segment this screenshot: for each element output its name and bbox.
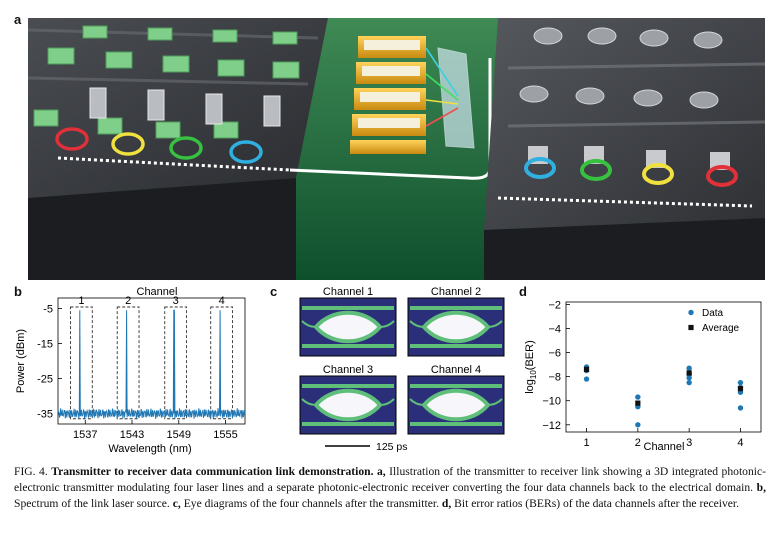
panel-b-ytick-label: -15	[37, 339, 53, 351]
panel-d-average-point	[686, 370, 692, 376]
panel-b-axes-frame	[57, 297, 246, 425]
panel-b-ytick-label: -25	[37, 374, 53, 386]
panel-c-scale-label: 125 ps	[376, 441, 408, 453]
panel-c-eye-crossing	[379, 320, 395, 328]
panel-label-b: b	[14, 284, 22, 299]
panel-d-ylabel: log10(BER)	[524, 340, 538, 394]
panel-b-ylabel: Power (dBm)	[15, 329, 27, 393]
panel-b-channel-label: 2	[125, 295, 131, 307]
panel-b-channel-box	[116, 306, 140, 420]
panel-d-data-point	[635, 394, 641, 400]
panel-d-ytick-label: −2	[548, 299, 561, 311]
panel-c-eye-opening	[313, 388, 383, 422]
panel-d-ytick-label: −4	[548, 323, 561, 335]
panel-d-data-point	[583, 376, 590, 382]
panel-d-legend-marker-data	[688, 309, 694, 316]
panel-c-eye-opening	[313, 310, 383, 344]
caption-d-label: d,	[441, 497, 452, 510]
caption-c-text: Eye diagrams of the four channels after …	[183, 497, 439, 510]
panel-d-legend-label: Average	[702, 323, 740, 334]
panel-d-xlabel: Channel	[644, 441, 685, 453]
panel-d-data-point	[686, 379, 692, 386]
panel-d-ytick-label: −10	[542, 396, 561, 408]
panel-d-data-point	[635, 422, 641, 428]
panel-c-eye-diagrams: Channel 1 Channel 2 Channel 3 Channel 4 125…	[299, 286, 505, 453]
panel-c-eye-opening	[421, 310, 491, 344]
panel-b-ytick-label: -35	[37, 409, 53, 421]
panel-d-ytick-label: −12	[542, 420, 561, 432]
panel-d-data-point	[737, 405, 744, 411]
panel-b-ytick-label: -5	[43, 304, 53, 316]
panel-d-ytick-label: −8	[548, 372, 561, 384]
panel-d-legend-label: Data	[702, 308, 724, 319]
panel-c-eye-diagram: Channel 2	[407, 286, 505, 357]
panel-label-c: c	[270, 284, 278, 299]
panel-d-data-point	[737, 379, 744, 386]
panel-b-top-label: Channel	[137, 286, 178, 298]
panel-c-eye-diagram: Channel 3	[299, 364, 397, 435]
panel-b-xtick-label: 1549	[167, 429, 191, 441]
panel-c-eye-title: Channel 3	[323, 364, 373, 376]
panel-b-channel-box	[164, 306, 188, 420]
panel-c-eye-diagram: Channel 1	[299, 286, 397, 357]
panel-b-channel-label: 1	[78, 295, 84, 307]
caption-d-text: Bit error ratios (BERs) of the data chan…	[454, 497, 740, 510]
panel-b-xtick-label: 1555	[213, 429, 237, 441]
caption-title: Transmitter to receiver data communicati…	[51, 465, 374, 478]
panel-d-data-point	[686, 375, 692, 381]
panel-d-average-point	[635, 400, 641, 406]
panel-b-xtick-label: 1543	[120, 429, 144, 441]
panel-b-channel-box	[70, 306, 93, 420]
panel-b-channel-box	[210, 306, 233, 420]
panel-c-eye-opening	[421, 388, 491, 422]
panel-c-eye-crossing	[409, 320, 425, 328]
panel-c-eye-title: Channel 2	[431, 286, 481, 298]
panel-d-axes-frame	[565, 301, 762, 433]
panel-d-data-point	[686, 365, 692, 371]
caption-c-label: c,	[172, 497, 181, 510]
panel-label-d: d	[519, 284, 527, 299]
caption-b-text: Spectrum of the link laser source.	[14, 497, 170, 510]
caption-b-label: b,	[756, 481, 766, 494]
panel-d-xtick-label: 1	[583, 437, 589, 449]
caption-fig-label: FIG. 4.	[14, 465, 48, 478]
panel-c-eye-crossing	[409, 398, 425, 406]
panel-d-ytick-label: −6	[548, 348, 561, 360]
panel-c-eye-crossing	[487, 398, 503, 406]
panel-b-xlabel: Wavelength (nm)	[108, 443, 191, 455]
panel-c-eye-crossing	[487, 320, 503, 328]
panel-b-channel-label: 4	[219, 295, 225, 307]
panel-label-a: a	[14, 12, 22, 27]
panel-d-xtick-label: 4	[737, 437, 743, 449]
panel-c-eye-crossing	[379, 398, 395, 406]
panel-d-average-point	[583, 366, 590, 373]
panel-d-xtick-label: 2	[635, 437, 641, 449]
panel-b-spectrum-line	[57, 309, 246, 419]
panel-d-xtick-label: 3	[686, 437, 692, 449]
panel-b-xtick-label: 1537	[73, 429, 97, 441]
panel-b-spectrum-chart: Channel 1 2 3 4 -5 -15 -25 -35 1537 1543 1549 155…	[15, 286, 246, 455]
figure-caption: FIG. 4. Transmitter to receiver data com…	[14, 464, 766, 512]
panel-c-eye-diagram: Channel 4	[407, 364, 505, 435]
caption-a-text: Illustration of the transmitter to recei…	[14, 465, 766, 494]
panel-b-channel-label: 3	[173, 295, 179, 307]
panel-a-illustration	[28, 18, 765, 280]
panel-c-eye-crossing	[301, 320, 317, 328]
caption-a-label: a,	[377, 465, 386, 478]
panel-c-eye-crossing	[301, 398, 317, 406]
panel-d-average-point	[737, 386, 744, 392]
panel-d-legend-marker-average	[688, 324, 694, 331]
panel-c-eye-title: Channel 1	[323, 286, 373, 298]
panel-c-eye-title: Channel 4	[431, 364, 481, 376]
